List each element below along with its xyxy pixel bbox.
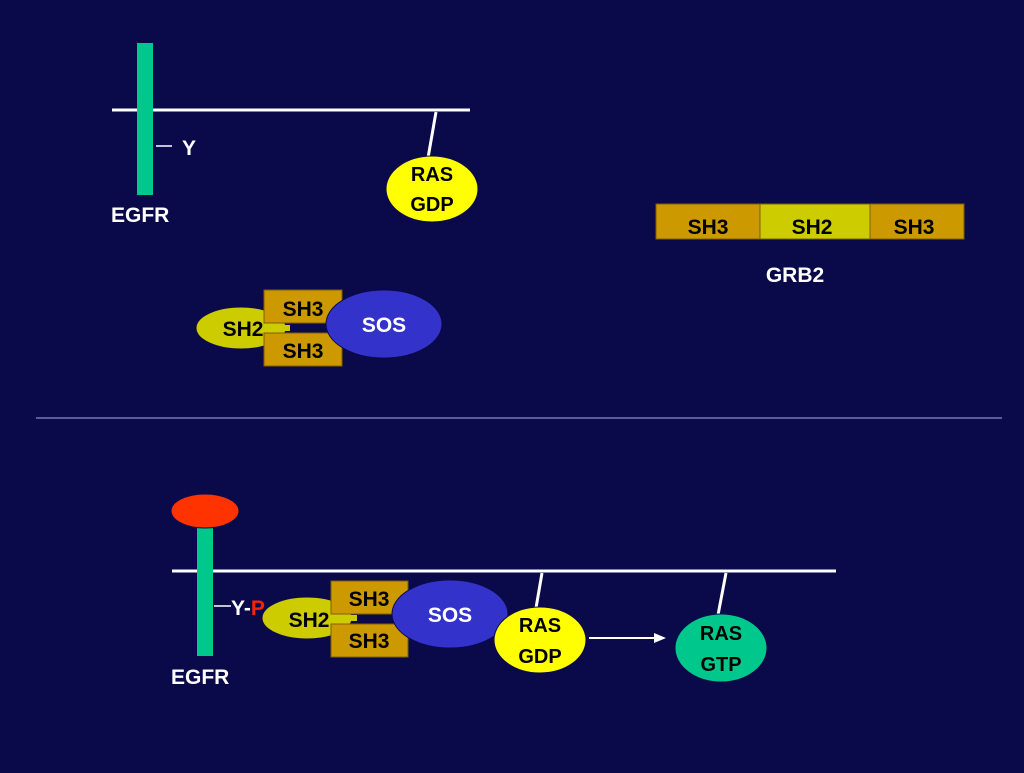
top-egfr-receptor	[137, 43, 153, 195]
grb2-sh3-left	[655, 203, 761, 240]
bottom-complex-sh3-bottom	[330, 623, 409, 658]
grb2-sh2-label: SH2	[792, 216, 833, 239]
grb2-label: GRB2	[766, 264, 824, 287]
grb2-sh2	[759, 203, 871, 240]
top-egfr-label: EGFR	[111, 204, 169, 227]
phospho-label: P	[251, 597, 265, 620]
bottom-ras-gdp-line2: GDP	[518, 646, 561, 668]
bottom-egfr-receptor	[197, 520, 213, 656]
bottom-complex-sos	[391, 579, 509, 649]
bottom-complex-sh3-top-label: SH3	[349, 588, 390, 611]
top-panel: Y EGFR RAS GDP SH3 SH2 SH3 GRB2 SH3 SH2 …	[111, 43, 965, 367]
bottom-complex-sos-label: SOS	[428, 604, 472, 627]
grb2-sh3-left-label: SH3	[688, 216, 729, 239]
bottom-complex-sh2-label: SH2	[289, 609, 330, 632]
top-ras-gdp-line2: GDP	[410, 194, 453, 216]
bottom-tyrosine-y: Y-	[231, 597, 251, 620]
bottom-ras-gdp-line1: RAS	[519, 615, 561, 637]
bottom-complex-sh3-bottom-label: SH3	[349, 630, 390, 653]
ras-gtp-anchor	[716, 572, 728, 616]
top-complex-sos	[325, 289, 443, 359]
top-complex-sh2-label: SH2	[223, 318, 264, 341]
ras-gtp-line2: GTP	[700, 654, 741, 676]
bottom-egfr-label: EGFR	[171, 666, 229, 689]
ras-gtp-line1: RAS	[700, 623, 742, 645]
top-grb2-sos-complex: SH3 SH2 SH3 SOS	[195, 289, 443, 367]
top-complex-sh3-bottom-label: SH3	[283, 340, 324, 363]
top-ras-gdp	[385, 155, 479, 223]
bottom-complex-linker	[332, 615, 357, 621]
bottom-tyrosine-label: Y-P	[231, 597, 265, 620]
grb2-protein: SH3 SH2 SH3 GRB2	[655, 203, 965, 287]
top-ras-gdp-line1: RAS	[411, 164, 453, 186]
top-complex-linker	[265, 325, 290, 331]
egf-ligand	[170, 493, 240, 529]
bottom-grb2-sos-complex: SH3 SH2 SH3 SOS	[261, 579, 509, 658]
bottom-panel: Y-P EGFR SH3 SH2 SH3 SOS RAS GDP RAS GTP	[170, 493, 836, 689]
ras-gtp	[674, 613, 768, 683]
grb2-sh3-right-label: SH3	[894, 216, 935, 239]
top-complex-sos-label: SOS	[362, 314, 406, 337]
top-tyrosine-label: Y	[182, 137, 196, 160]
top-complex-sh3-top-label: SH3	[283, 298, 324, 321]
top-ras-anchor	[426, 111, 438, 159]
grb2-sh3-right	[869, 203, 965, 240]
bottom-ras-gdp-anchor	[534, 572, 544, 609]
bottom-ras-gdp	[493, 606, 587, 674]
top-complex-sh3-bottom	[263, 332, 343, 367]
